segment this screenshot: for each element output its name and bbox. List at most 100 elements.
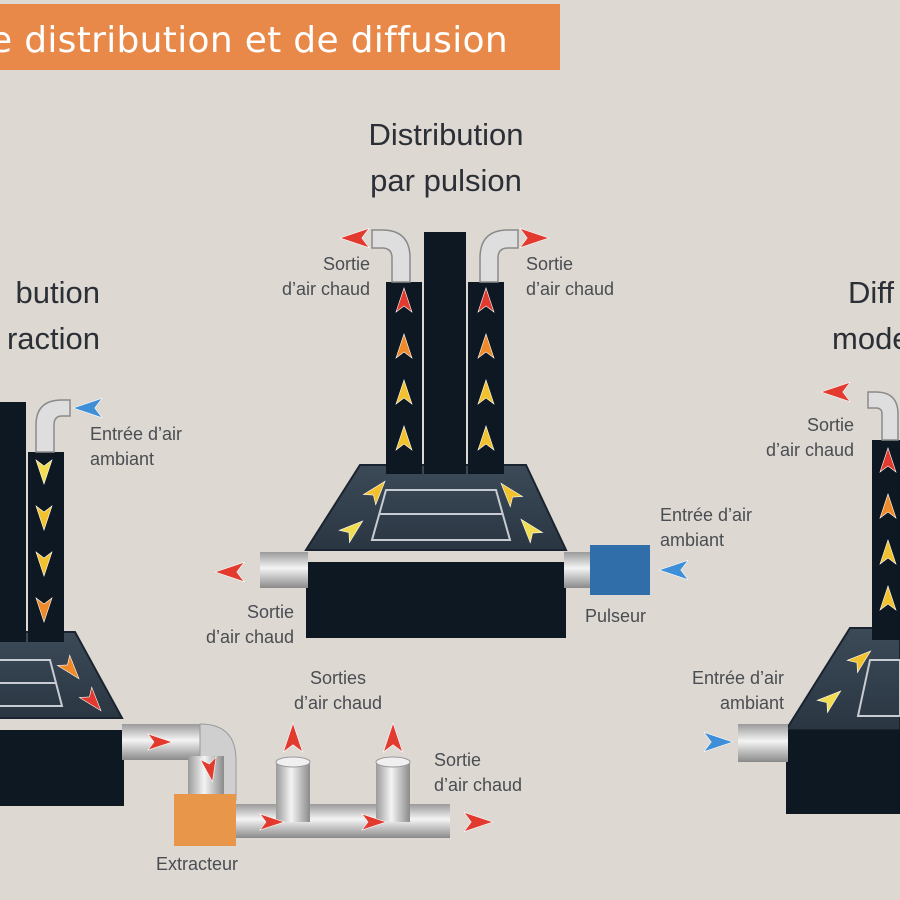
left-column-arrow	[35, 597, 53, 623]
right-outlet-label: Sortie d’air chaud	[720, 413, 854, 463]
center-hood-arrow	[500, 482, 524, 508]
left-column-arrow	[35, 505, 53, 531]
left-duct-arrow	[361, 813, 387, 831]
left-inlet-l1: Entrée d’air	[90, 424, 183, 444]
left-riser-arrow	[382, 722, 404, 753]
left-duct-arrow	[199, 755, 217, 783]
center-right-elbow	[479, 229, 519, 283]
left-elbow	[35, 399, 71, 453]
right-title-line2: mode	[832, 321, 900, 356]
center-left-pipe	[260, 552, 308, 588]
center-right-pipe	[564, 552, 592, 588]
center-outlet-left-label: Sortie d’air chaud	[250, 252, 370, 302]
right-hood-arrow	[816, 690, 842, 714]
right-inlet-label: Entrée d’air ambiant	[650, 666, 784, 716]
center-left-column-arrow	[395, 379, 413, 405]
center-left-column	[386, 282, 422, 474]
left-title-line1: bution	[15, 275, 100, 310]
left-hood-arrow	[78, 686, 102, 712]
center-inlet-l2: ambiant	[660, 530, 725, 550]
left-column-arrow	[35, 551, 53, 577]
left-hood-arrow	[56, 654, 80, 680]
right-elbow	[867, 391, 899, 441]
center-side-outlet-l2: d’air chaud	[205, 627, 294, 647]
left-end-outlet-l2: d’air chaud	[434, 775, 523, 795]
left-duct-arrow	[259, 813, 285, 831]
center-side-outlet-label: Sortie d’air chaud	[176, 600, 294, 650]
center-title: Distribution par pulsion	[356, 112, 536, 204]
right-column	[872, 440, 900, 640]
center-outlet-left-l2: d’air chaud	[281, 279, 370, 299]
center-inlet-label: Entrée d’air ambiant	[660, 503, 752, 553]
center-outlet-right-label: Sortie d’air chaud	[526, 252, 614, 302]
right-hood	[784, 627, 900, 731]
left-chimney	[0, 402, 26, 642]
header-title: e distribution et de diffusion	[0, 20, 508, 61]
center-side-outlet-arrow	[214, 561, 245, 583]
outlet-riser-2	[376, 762, 410, 822]
center-hood	[304, 464, 568, 551]
header-banner: e distribution et de diffusion	[0, 4, 560, 70]
right-column-arrow	[879, 447, 897, 473]
left-inlet-label: Entrée d’air ambiant	[90, 422, 182, 472]
outlet-riser-1	[276, 762, 310, 822]
right-title: Diff mode	[832, 270, 900, 362]
right-inlet-l1: Entrée d’air	[691, 668, 784, 688]
left-outlets-l1: Sorties	[309, 668, 367, 688]
right-unit	[738, 391, 900, 814]
left-end-outlet-label: Sortie d’air chaud	[434, 748, 522, 798]
right-inlet-pipe	[738, 724, 788, 762]
center-right-column	[468, 282, 504, 474]
center-right-column-arrow	[477, 287, 495, 313]
center-left-column-arrow	[395, 287, 413, 313]
center-right-column-arrow	[477, 379, 495, 405]
center-left-column-arrow	[395, 425, 413, 451]
center-outlet-right-l1: Sortie	[526, 254, 574, 274]
center-outlet-left-arrow	[339, 227, 370, 249]
center-title-line1: Distribution	[368, 117, 524, 152]
left-riser-arrow	[282, 722, 304, 753]
extractor-label: Extracteur	[156, 854, 239, 874]
center-hood-grille	[370, 489, 512, 541]
left-unit	[0, 399, 450, 846]
blower-box	[590, 545, 650, 595]
left-body	[0, 730, 124, 806]
right-outlet-l1: Sortie	[806, 415, 854, 435]
left-title-line2: raction	[6, 321, 100, 356]
airflow-arrows	[35, 227, 897, 833]
center-hood-arrow	[338, 520, 364, 544]
left-end-outlet-arrow	[463, 811, 494, 833]
center-side-outlet-l1: Sortie	[246, 602, 294, 622]
left-end-outlet-l1: Sortie	[434, 750, 482, 770]
right-column-arrow	[879, 493, 897, 519]
left-column-arrow	[35, 459, 53, 485]
center-hood-arrow	[520, 518, 544, 544]
center-inlet-l1: Entrée d’air	[660, 505, 753, 525]
left-outlets-l2: d’air chaud	[293, 693, 383, 713]
blower-label: Pulseur	[585, 606, 647, 626]
right-column-arrow	[879, 585, 897, 611]
extractor-box	[174, 794, 236, 846]
center-body	[306, 562, 566, 638]
left-inlet-arrow	[72, 397, 103, 419]
left-outlets-label: Sorties d’air chaud	[278, 666, 398, 716]
center-right-column-arrow	[477, 425, 495, 451]
left-inlet-l2: ambiant	[90, 449, 155, 469]
center-hood-arrow	[362, 480, 386, 506]
right-body	[786, 730, 900, 814]
right-title-line1: Diff	[848, 275, 894, 310]
center-left-elbow	[371, 229, 411, 283]
center-inlet-arrow	[658, 559, 689, 581]
right-hood-arrow	[846, 650, 872, 674]
center-left-column-arrow	[395, 333, 413, 359]
right-inlet-l2: ambiant	[719, 693, 784, 713]
right-outlet-l2: d’air chaud	[765, 440, 854, 460]
center-outlet-left-l1: Sortie	[322, 254, 370, 274]
left-duct-arrow	[147, 733, 173, 751]
center-title-line2: par pulsion	[370, 163, 522, 198]
left-title: bution raction	[0, 270, 100, 362]
center-outlet-right-arrow	[519, 227, 550, 249]
right-column-arrow	[879, 539, 897, 565]
